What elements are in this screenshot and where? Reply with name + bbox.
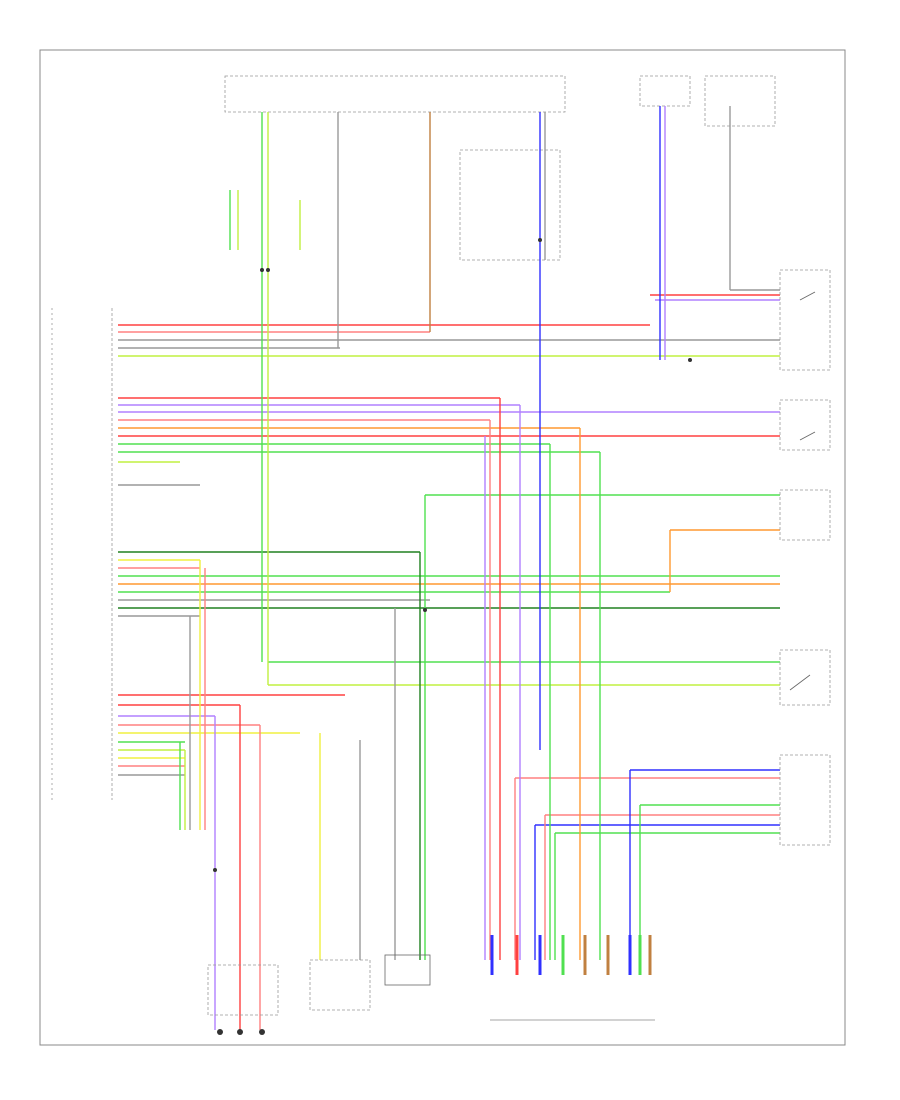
engine-control-module	[51, 308, 113, 800]
right-components	[779, 269, 831, 846]
junction-dots	[213, 238, 692, 872]
fuse-relay-box-top	[224, 75, 776, 261]
vertical-wires	[179, 106, 731, 1030]
bottom-connector-stubs	[490, 935, 652, 975]
horizontal-wires	[118, 289, 780, 834]
diagram-frame	[39, 49, 846, 1046]
bottom-components	[207, 954, 655, 1035]
